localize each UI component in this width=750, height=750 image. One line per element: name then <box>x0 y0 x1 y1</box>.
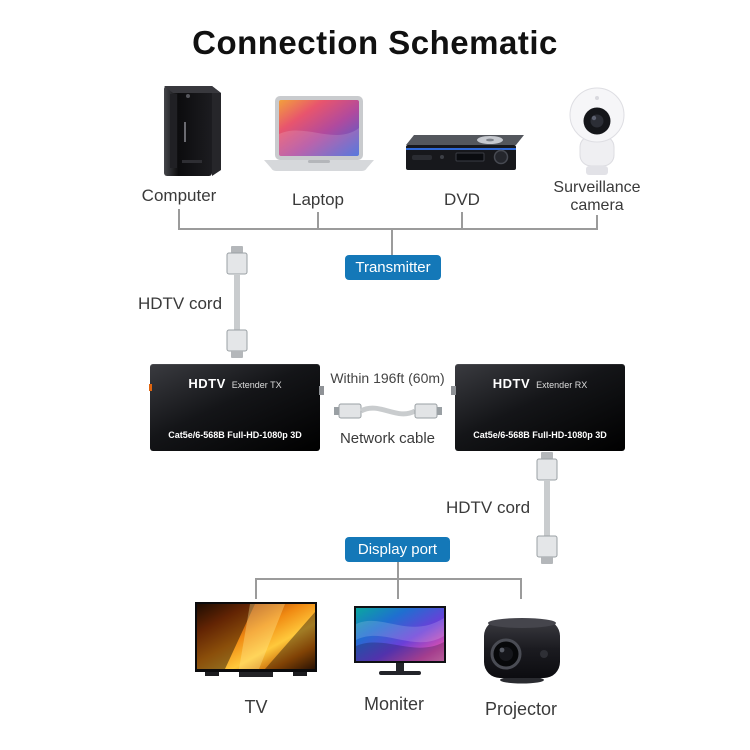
laptop-illustration <box>260 94 378 174</box>
hdtv-cord-bottom-label: HDTV cord <box>445 498 531 517</box>
rx-extender-title: HDTV Extender RX <box>455 375 625 393</box>
projector-illustration <box>478 614 566 686</box>
surveillance-camera-icon <box>569 87 625 175</box>
surveillance-camera-illustration <box>564 86 630 180</box>
tx-extender-title: HDTV Extender TX <box>150 375 320 393</box>
hdtv-cord-top-label: HDTV cord <box>137 294 223 313</box>
monitor-icon <box>354 606 446 675</box>
display-bracket-line <box>256 578 522 580</box>
tx-model: Extender TX <box>231 380 282 390</box>
tx-power-led <box>149 384 152 391</box>
laptop-icon <box>264 96 374 171</box>
tick-tv-line <box>255 578 257 599</box>
rx-spec: Cat5e/6-568B Full-HD-1080p 3D <box>473 430 607 440</box>
monitor-label: Moniter <box>363 694 425 714</box>
rx-input-port <box>451 386 456 395</box>
tv-icon <box>195 602 317 677</box>
tick-camera-line <box>596 215 598 229</box>
page-title: Connection Schematic <box>192 24 558 61</box>
tv-illustration <box>195 602 317 682</box>
tick-projector-line <box>520 578 522 599</box>
dvd-player-icon <box>406 135 524 170</box>
rx-model: Extender RX <box>536 380 588 390</box>
tx-brand: HDTV <box>188 376 226 391</box>
computer-tower-illustration <box>148 82 228 180</box>
bracket-to-transmitter-line <box>391 230 393 256</box>
transmitter-badge: Transmitter <box>345 255 441 280</box>
display-port-badge: Display port <box>345 537 450 562</box>
network-cable-illustration <box>334 396 442 426</box>
monitor-illustration <box>354 606 446 678</box>
hdtv-cord-bottom-illustration <box>533 452 561 564</box>
distance-label: Within 196ft (60m) <box>330 370 445 386</box>
rx-brand: HDTV <box>492 376 531 391</box>
dvd-label: DVD <box>444 190 480 209</box>
tx-output-port <box>319 386 324 395</box>
surveillance-camera-label: Surveillance camera <box>553 179 641 215</box>
rx-extender-box: HDTV Extender RX Cat5e/6-568B Full-HD-108… <box>451 364 625 451</box>
hdmi-cable-icon <box>536 452 558 564</box>
tx-extender-box: HDTV Extender TX Cat5e/6-568B Full-HD-108… <box>149 364 324 451</box>
tick-laptop-line <box>317 212 319 229</box>
tv-label: TV <box>244 697 268 717</box>
computer-tower-icon <box>164 86 221 176</box>
network-cable-label: Network cable <box>339 430 436 447</box>
network-cable-icon <box>334 403 442 419</box>
source-bracket-line <box>178 228 598 230</box>
computer-label: Computer <box>141 186 217 205</box>
tick-computer-line <box>178 209 180 229</box>
projector-icon <box>484 618 560 684</box>
hdmi-cable-icon <box>226 246 248 358</box>
dvd-player-illustration <box>398 134 526 176</box>
projector-label: Projector <box>484 699 558 719</box>
tick-dvd-line <box>461 212 463 229</box>
tx-spec: Cat5e/6-568B Full-HD-1080p 3D <box>168 430 302 440</box>
laptop-label: Laptop <box>292 190 344 209</box>
badge-to-monitor-line <box>397 562 399 599</box>
hdtv-cord-top-illustration <box>223 246 251 358</box>
